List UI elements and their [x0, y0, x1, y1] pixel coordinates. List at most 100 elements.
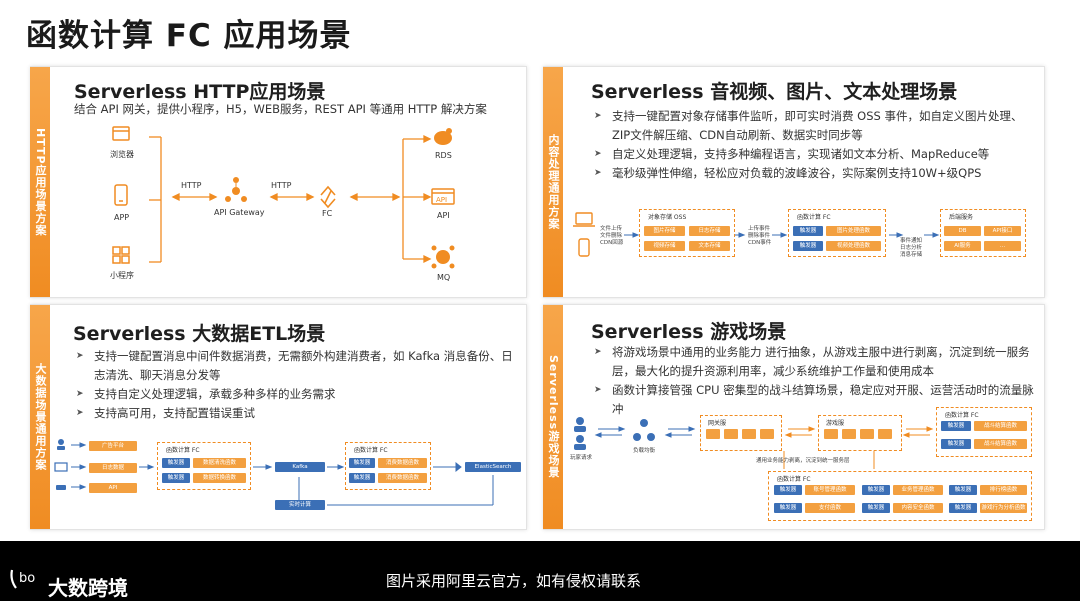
chip: 支付函数 [805, 503, 855, 513]
media-right-text: 事件通知 日志分析 消息存储 [900, 238, 923, 258]
chip: 账号管理函数 [805, 485, 855, 495]
chip: 触发器 [774, 485, 802, 495]
svg-text:bo: bo [19, 571, 35, 586]
chip: 消费数据函数 [378, 473, 427, 483]
bullet-item: 函数计算接管强 CPU 密集型的战斗结算场景，稳定应对开服、运营活动时的流量脉冲 [594, 381, 1036, 419]
user-icon [58, 439, 64, 445]
browser-icon [112, 126, 130, 141]
panel-game-tab: Serverless游戏场景 [543, 305, 563, 529]
phone-icon [578, 238, 590, 257]
source-chip: 日志数据 [89, 463, 137, 473]
media-fc-head: 函数计算 FC [797, 214, 831, 221]
api-icon [431, 188, 455, 205]
svg-text:API: API [436, 196, 447, 204]
chip: 触发器 [162, 458, 190, 468]
chip: 日志存储 [689, 226, 730, 236]
backend-mq-label: MQ [437, 273, 451, 282]
panel-game: Serverless游戏场景 Serverless 游戏场景 将游戏场景中通用的… [543, 304, 1045, 530]
chip: 战斗结算函数 [974, 439, 1027, 449]
chip: 触发器 [793, 226, 823, 236]
bullet-item: 自定义处理逻辑，支持多种编程语言，实现诸如文本分析、MapReduce等 [594, 145, 1034, 164]
panel-etl-bullets: 支持一键配置消息中间件数据消费，无需额外构建消费者，如 Kafka 消息备份、日… [76, 347, 516, 423]
gameserver-head: 游戏服 [826, 420, 845, 427]
gateway-head: 网关服 [708, 420, 727, 427]
api-gateway-label: API Gateway [214, 208, 265, 217]
server-block [724, 429, 738, 439]
panel-game-title: Serverless 游戏场景 [591, 321, 787, 343]
chip: 数据清洗函数 [193, 458, 246, 468]
players-label: 玩家请求 [570, 455, 593, 461]
chip: API接口 [984, 226, 1021, 236]
user-icon [576, 417, 584, 425]
panel-http-tab: HTTP应用场景方案 [30, 67, 50, 297]
page-title: 函数计算 FC 应用场景 [26, 18, 352, 54]
game-fc-head: 函数计算 FC [945, 412, 979, 419]
miniapp-icon [112, 246, 130, 264]
server-block [742, 429, 756, 439]
server-block [878, 429, 892, 439]
phone-icon [114, 184, 128, 206]
bullet-item: 将游戏场景中通用的业务能力 进行抽象，从游戏主服中进行剥离，沉淀到统一服务层，最… [594, 343, 1036, 381]
fc-icon [320, 185, 336, 209]
lb-label: 负载均衡 [633, 448, 656, 454]
etl-fc-head-1: 函数计算 FC [166, 447, 200, 454]
chip: 战斗结算函数 [974, 421, 1027, 431]
server-block [760, 429, 774, 439]
panel-etl-title: Serverless 大数据ETL场景 [73, 323, 326, 345]
client-miniapp-label: 小程序 [110, 271, 134, 280]
game-diagram-icons [574, 417, 934, 469]
chip: 业务管理函数 [893, 485, 943, 495]
chip: 触发器 [349, 458, 375, 468]
panel-http-subtitle: 结合 API 网关，提供小程序，H5，WEB服务，REST API 等通用 HT… [74, 102, 487, 116]
chip: DB [944, 226, 981, 236]
game-fc2-head: 函数计算 FC [777, 476, 811, 483]
http-label-1: HTTP [181, 181, 202, 190]
server-block [706, 429, 720, 439]
chip: 触发器 [349, 473, 375, 483]
chip: 触发器 [941, 439, 971, 449]
chip: 触发器 [793, 241, 823, 251]
chip: 图片存储 [644, 226, 685, 236]
chip: 视频处理函数 [826, 241, 881, 251]
laptop-icon [575, 212, 593, 225]
chip: 触发器 [949, 503, 977, 513]
server-block [842, 429, 856, 439]
chip: ... [984, 241, 1021, 251]
api-gateway-icon [225, 177, 247, 202]
fc-label: FC [322, 209, 333, 218]
source-chip: API [89, 483, 137, 493]
footer-note: 图片采用阿里云官方，如有侵权请联系 [386, 572, 642, 590]
panel-media-bullets: 支持一键配置对象存储事件监听，即可实时消费 OSS 事件，如自定义图片处理、ZI… [594, 107, 1034, 183]
chip: 消费数据函数 [378, 458, 427, 468]
etl-diagram-icons [54, 439, 494, 506]
bullet-item: 毫秒级弹性伸缩，轻松应对负载的波峰波谷，实际案例支持10W+级QPS [594, 164, 1034, 183]
chip: 视频存储 [644, 241, 685, 251]
panel-etl-tab: 大数据场景通用方案 [30, 305, 50, 529]
bullet-item: 支持自定义处理逻辑，承载多种多样的业务需求 [76, 385, 516, 404]
slide: 函数计算 FC 应用场景 HTTP应用场景方案 Serverless HTTP应… [0, 0, 1080, 541]
bullet-item: 支持一键配置对象存储事件监听，即可实时消费 OSS 事件，如自定义图片处理、ZI… [594, 107, 1034, 145]
lb-icon [640, 419, 648, 427]
panel-game-bullets: 将游戏场景中通用的业务能力 进行抽象，从游戏主服中进行剥离，沉淀到统一服务层，最… [594, 343, 1036, 419]
chip: 触发器 [162, 473, 190, 483]
backend-head: 后端服务 [949, 214, 974, 221]
chip: 触发器 [862, 485, 890, 495]
kafka-node: Kafka [275, 462, 325, 472]
chip: AI服务 [944, 241, 981, 251]
car-icon [56, 485, 66, 490]
elasticsearch-node: ElasticSearch [465, 462, 521, 472]
etl-fc-head-2: 函数计算 FC [354, 447, 388, 454]
gateway-box [700, 415, 782, 451]
brand-logo-icon: bo [10, 569, 35, 589]
realtime-node: 实时计算 [275, 500, 325, 510]
media-mid-text: 上传事件 删除事件 CDN事件 [748, 226, 772, 246]
server-block [824, 429, 838, 439]
chip: 触发器 [941, 421, 971, 431]
bullet-item: 支持一键配置消息中间件数据消费，无需额外构建消费者，如 Kafka 消息备份、日… [76, 347, 516, 385]
oss-head: 对象存储 OSS [648, 214, 687, 221]
chip: 数据转换函数 [193, 473, 246, 483]
panel-media: 内容处理通用方案 Serverless 音视频、图片、文本处理场景 支持一键配置… [543, 66, 1045, 298]
panel-http: HTTP应用场景方案 Serverless HTTP应用场景 结合 API 网关… [30, 66, 527, 298]
bullet-item: 支持高可用，支持配置错误重试 [76, 404, 516, 423]
panel-etl: 大数据场景通用方案 Serverless 大数据ETL场景 支持一键配置消息中间… [30, 304, 527, 530]
